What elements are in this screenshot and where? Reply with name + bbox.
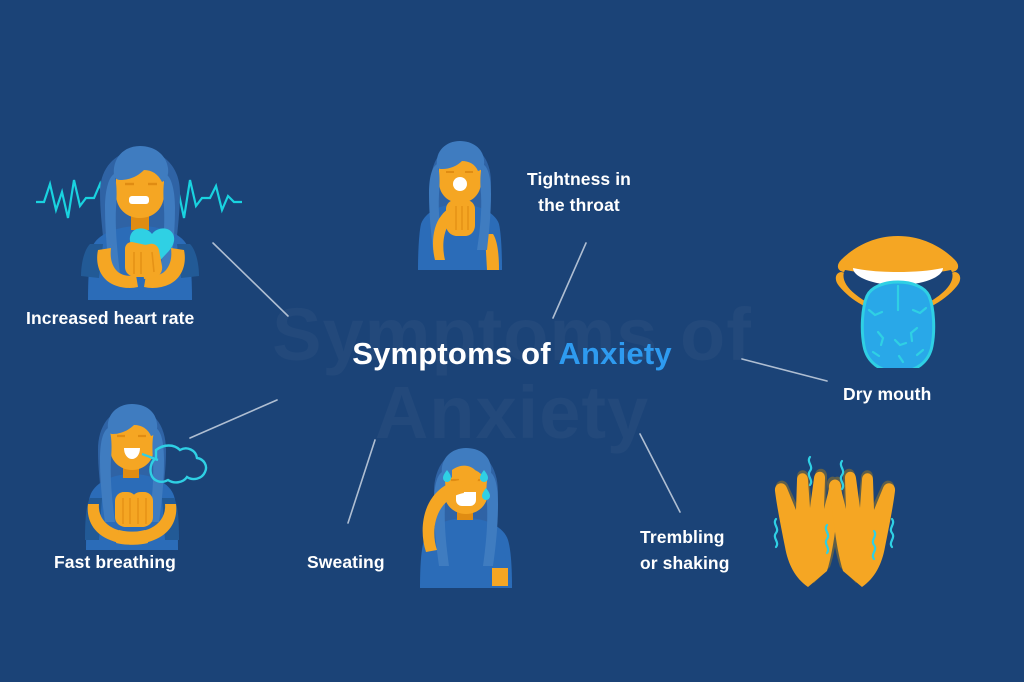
connector-sweating: [347, 439, 376, 524]
sleeve-right: [485, 234, 499, 270]
label-sweating: Sweating: [307, 552, 385, 572]
shaking-hands-icon: [756, 443, 914, 595]
tongue-cracks: [867, 284, 928, 364]
connector-trembling: [639, 433, 681, 513]
breath-cloud: [149, 444, 208, 484]
hand-sleeve-cuff: [492, 568, 508, 586]
woman-holding-heart-with-ekg-icon: [28, 140, 248, 300]
woman-touching-throat-icon: [405, 138, 515, 270]
tongue: [860, 280, 936, 368]
finger-lines: [122, 498, 147, 524]
label-increased-heart-rate: Increased heart rate: [26, 308, 195, 328]
hands: [774, 471, 896, 587]
right-hand: [828, 471, 896, 587]
mouth: [124, 448, 140, 459]
connector-dry-mouth: [741, 358, 828, 382]
connector-breathing: [189, 399, 278, 439]
finger-lines: [133, 251, 155, 274]
hair-front: [107, 404, 158, 436]
sleeve-left: [81, 244, 103, 278]
label-trembling-or-shaking: Trembling or shaking: [640, 527, 730, 574]
hand-right: [140, 243, 163, 279]
breath-stream: [141, 452, 159, 462]
hair-side-left: [100, 428, 115, 522]
arm-right: [144, 248, 185, 288]
hair-side-right: [149, 428, 164, 522]
arm-left: [97, 248, 138, 288]
woman-breathing-hard-icon: [68, 400, 208, 550]
hand-at-throat: [446, 200, 475, 236]
open-mouth-cracked-tongue-icon: [833, 228, 963, 368]
connector-throat: [552, 242, 587, 319]
finger-lines: [455, 206, 469, 230]
arm-right-crossed: [116, 504, 177, 545]
label-fast-breathing: Fast breathing: [54, 552, 176, 572]
title-lead: Symptoms of: [352, 336, 559, 371]
connector-heart-rate: [212, 242, 289, 317]
hair-side-right: [477, 164, 491, 250]
upper-lip: [837, 236, 959, 276]
tremor-squiggles: [773, 455, 895, 561]
mouth: [453, 177, 467, 191]
title-accent: Anxiety: [558, 336, 672, 371]
hair-front: [436, 141, 485, 171]
mouth: [456, 492, 476, 506]
mouth: [129, 196, 149, 204]
label-dry-mouth: Dry mouth: [843, 384, 932, 404]
hand-right: [132, 492, 153, 527]
upper-teeth: [853, 268, 943, 285]
left-hand: [774, 471, 842, 587]
woman-wiping-sweat-icon: [400, 440, 530, 588]
wiping-hand: [452, 465, 479, 485]
page-title: Symptoms of Anxiety: [0, 336, 1024, 372]
raised-arm: [422, 480, 464, 552]
label-tightness-in-the-throat: Tightness in the throat: [527, 169, 631, 216]
hair-front: [113, 146, 169, 182]
